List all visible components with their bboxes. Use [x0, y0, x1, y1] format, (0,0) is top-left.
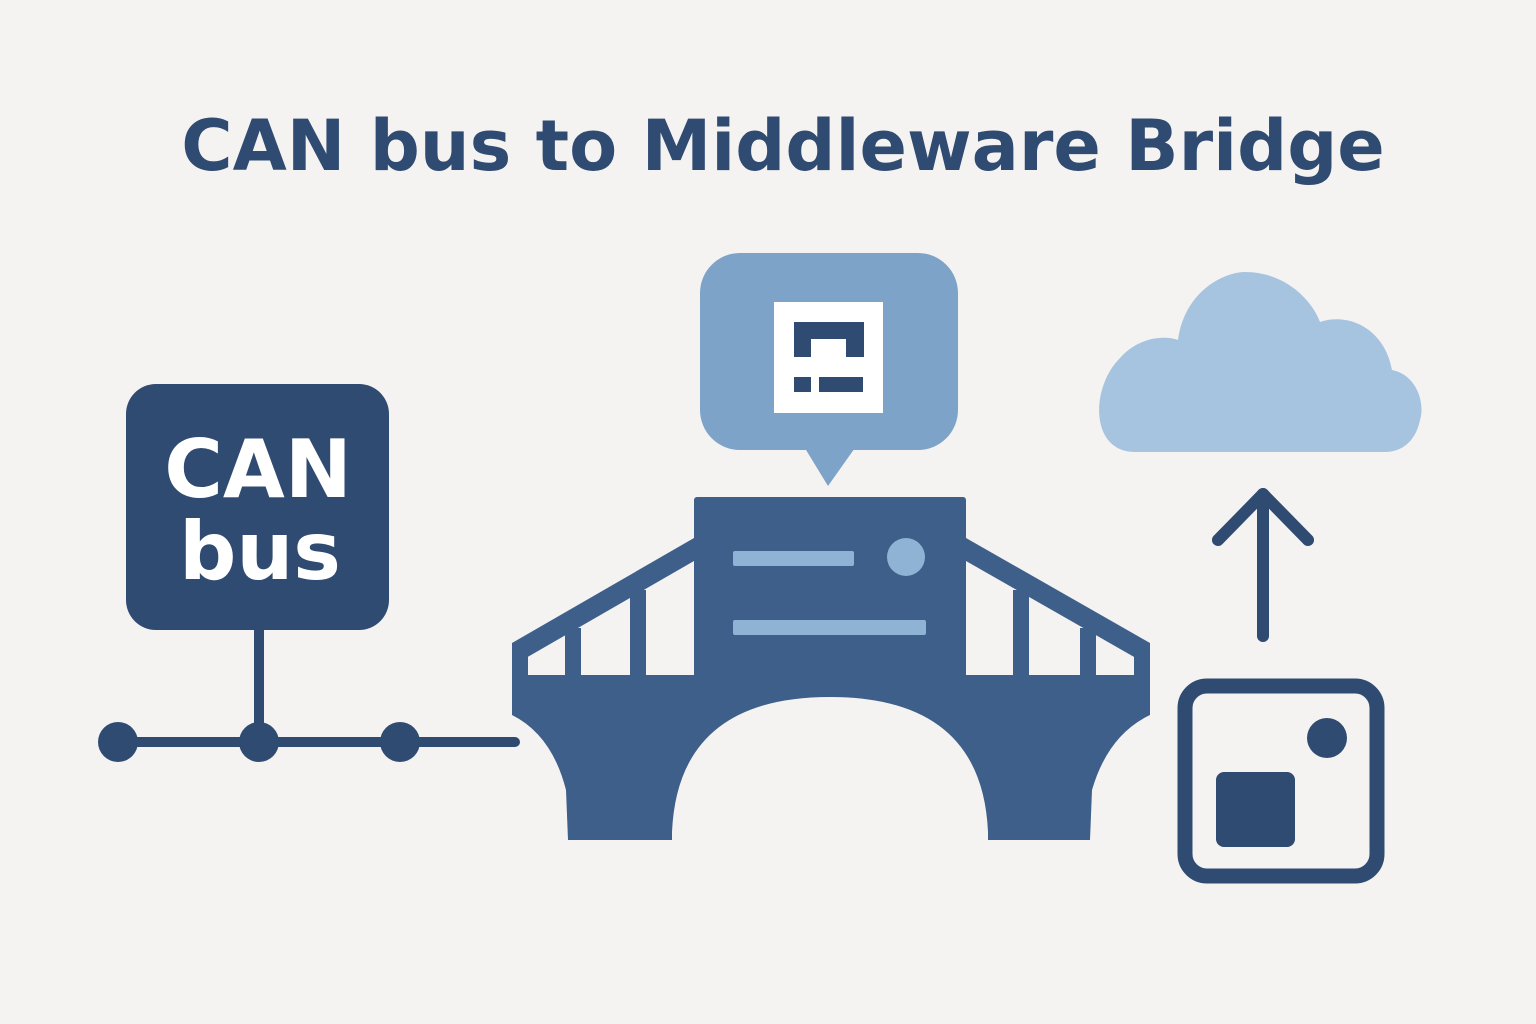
- bridge-right-post-2: [1080, 628, 1096, 678]
- can-bus-box-icon: CAN bus: [126, 384, 389, 630]
- bubble-tail: [803, 445, 857, 486]
- arrow-up-icon: [1212, 488, 1314, 642]
- bus-node-3: [380, 722, 420, 762]
- can-label-line2: bus: [179, 505, 341, 598]
- bridge-deck-arch: [512, 675, 1150, 840]
- can-bus-box: [126, 384, 389, 630]
- qr-dot-1: [794, 377, 811, 392]
- bus-node-2: [239, 722, 279, 762]
- bridge-left-post-1: [565, 628, 581, 678]
- cloud-shape: [1099, 272, 1422, 452]
- bridge-left-post-2: [630, 590, 646, 680]
- bridge-icon: [512, 497, 1150, 840]
- bridge-left-chord: [512, 538, 694, 666]
- qr-dot-2: [819, 377, 863, 392]
- speech-bubble-icon: [700, 253, 958, 486]
- bridge-right-chord: [966, 538, 1150, 666]
- arrow-head: [1212, 488, 1314, 546]
- qr-left-leg: [794, 322, 811, 357]
- bridge-right-end-post: [1134, 643, 1150, 683]
- device-chip-icon: [1177, 678, 1385, 884]
- diagram-title: CAN bus to Middleware Bridge: [181, 105, 1385, 187]
- tower-slot-1: [733, 551, 854, 566]
- can-label-line1: CAN: [164, 423, 352, 516]
- bus-network-icon: [98, 628, 520, 762]
- qr-right-leg: [846, 322, 864, 357]
- bridge-tower: [694, 497, 966, 697]
- device-chip-square: [1216, 772, 1295, 847]
- device-led: [1307, 718, 1347, 758]
- bridge-right-post-1: [1013, 590, 1029, 680]
- cloud-icon: [1099, 272, 1422, 452]
- bus-node-1: [98, 722, 138, 762]
- qr-frame: [774, 302, 883, 413]
- tower-slot-2: [733, 620, 926, 635]
- tower-indicator-light: [887, 538, 925, 576]
- bridge-left-end-post: [512, 643, 528, 683]
- device-frame: [1177, 678, 1385, 884]
- qr-code-icon: [774, 302, 883, 413]
